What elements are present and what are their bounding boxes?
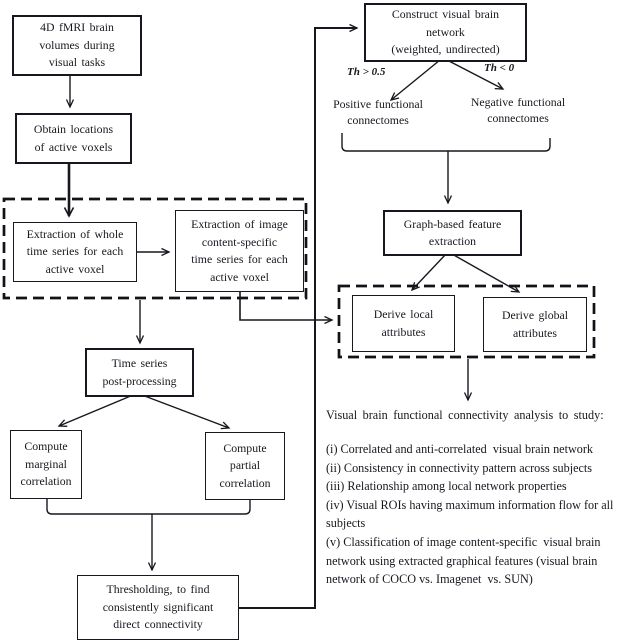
study-item-line: subjects [326, 516, 366, 531]
node-text-line: post-processing [102, 373, 177, 388]
study-item-list: (i) Correlated and anti-correlated visua… [326, 440, 638, 589]
node-text-line: network [426, 24, 465, 39]
node-text-line: 4D fMRI brain [40, 20, 114, 35]
arrow-threshold-to-construct [238, 23, 359, 609]
study-item-line: (i) Correlated and anti-correlated visua… [326, 442, 594, 456]
node-text-line: Compute [223, 440, 267, 455]
node-text-line: Derive global [501, 308, 569, 322]
text-negative-functional-connectomes: Negative functional connectomes [465, 95, 571, 126]
node-extract-content-specific-time-series: Extraction of image content-specific tim… [175, 210, 304, 292]
node-4d-fmri-brain-volumes: 4D fMRI brain volumes during visual task… [12, 15, 142, 76]
node-text-line: (weighted, undirected) [391, 42, 500, 57]
text-line: Negative functional [470, 95, 566, 109]
arrow-construct-to-positive [389, 59, 441, 101]
node-text-line: extraction [428, 234, 477, 248]
node-compute-partial-correlation: Compute partial correlation [205, 432, 285, 500]
study-item-line: (iv) Visual ROIs having maximum informat… [326, 497, 614, 512]
node-graph-based-feature-extraction: Graph-based feature extraction [383, 210, 522, 256]
node-text-line: Obtain locations [33, 122, 114, 136]
node-text-line: Extraction of image [191, 217, 288, 231]
node-compute-marginal-correlation: Compute marginal correlation [10, 430, 82, 499]
study-title: Visual brain functional connectivity ana… [326, 408, 604, 422]
node-derive-global-attributes: Derive global attributes [483, 297, 587, 352]
node-text-line: active voxel [210, 269, 269, 284]
study-item-line: network using extracted graphical featur… [326, 553, 598, 568]
node-text-line: consistently significant [102, 599, 214, 614]
node-text-line: visual tasks [48, 55, 106, 70]
node-derive-local-attributes: Derive local attributes [352, 295, 455, 352]
study-item-line: (iii) Relationship among local network p… [326, 479, 567, 494]
node-text-line: Construct visual brain [391, 7, 500, 22]
text-positive-functional-connectomes: Positive functional connectomes [328, 97, 428, 128]
node-thresholding-direct-connectivity: Thresholding, to find consistently signi… [77, 575, 239, 640]
node-text-line: Derive local [373, 307, 434, 321]
arrow-graph-to-derive-local [410, 253, 447, 292]
node-text-line: marginal [25, 456, 67, 471]
node-text-line: content-specific [201, 234, 278, 249]
merge-line-negative [448, 138, 551, 152]
node-text-line: Graph-based feature [403, 216, 502, 231]
arrow-timeseries-to-marginal [57, 394, 134, 427]
arrow-graph-to-derive-global [451, 253, 521, 293]
edge-label-threshold-positive: Th > 0.5 [347, 66, 386, 78]
dashed-frame-extraction-group [2, 197, 308, 300]
merge-line-marginal [46, 497, 152, 515]
study-item-line: (v) Classification of image content-spec… [326, 534, 601, 549]
node-text-line: Time series [111, 356, 168, 370]
node-time-series-post-processing: Time series post-processing [85, 348, 194, 397]
text-line: connectomes [347, 112, 409, 127]
study-item-line: (ii) Consistency in connectivity pattern… [326, 460, 593, 475]
node-obtain-active-voxel-locations: Obtain locations of active voxels [15, 113, 132, 164]
node-text-line: time series for each [26, 244, 124, 259]
node-text-line: active voxel [45, 261, 105, 276]
node-construct-visual-brain-network: Construct visual brain network (weighted… [364, 3, 527, 62]
edge-label-threshold-negative: Th < 0 [484, 62, 515, 74]
node-text-line: correlation [219, 475, 271, 490]
arrow-timeseries-to-partial [141, 394, 231, 430]
node-text-line: volumes during [39, 37, 115, 52]
arrow-extract-image-to-attributes-group [239, 291, 334, 325]
node-text-line: correlation [20, 474, 72, 489]
node-text-line: Extraction of whole [26, 226, 124, 241]
arrow-construct-to-negative [446, 59, 505, 90]
node-text-line: partial [229, 458, 261, 473]
node-extract-whole-time-series: Extraction of whole time series for each… [13, 222, 137, 282]
dashed-frame-attributes-group [337, 284, 596, 359]
text-line: connectomes [487, 110, 549, 125]
node-text-line: time series for each [191, 252, 288, 266]
node-text-line: Thresholding, to find [106, 582, 210, 597]
node-text-line: of active voxels [34, 139, 113, 154]
node-text-line: Compute [24, 439, 68, 454]
text-line: Positive functional [333, 97, 423, 111]
node-text-line: attributes [381, 324, 426, 339]
study-description-block: Visual brain functional connectivity ana… [326, 406, 638, 589]
merge-line-positive [341, 133, 448, 152]
node-text-line: direct connectivity [113, 617, 203, 632]
merge-line-partial [152, 498, 251, 515]
study-item-line: network of COCO vs. Imagenet vs. SUN) [326, 572, 533, 587]
node-text-line: attributes [513, 325, 557, 340]
